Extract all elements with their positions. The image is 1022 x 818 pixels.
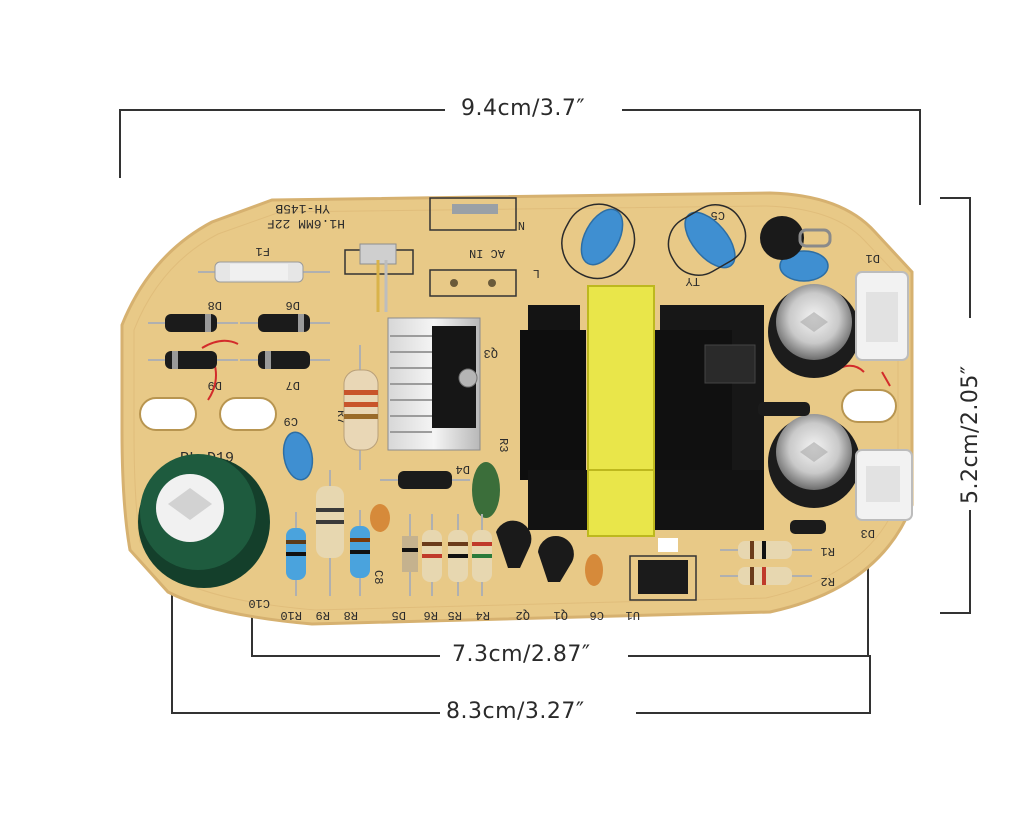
ac-in-label: AC IN <box>469 246 505 260</box>
heatsink-q3 <box>387 317 481 451</box>
mounting-hole-left-1 <box>139 397 197 431</box>
outer-span-label: 8.3cm/3.27″ <box>440 699 591 724</box>
mounting-hole-left-2 <box>219 397 277 431</box>
svg-text:D6: D6 <box>286 298 300 312</box>
svg-text:C9: C9 <box>284 414 298 428</box>
right-dimension-line <box>940 197 971 318</box>
d4-diode <box>380 462 500 518</box>
optocoupler-u1 <box>629 538 697 601</box>
blue-capacitors <box>282 208 829 481</box>
svg-text:U1: U1 <box>626 608 640 622</box>
svg-text:R6: R6 <box>424 608 438 622</box>
svg-text:R3: R3 <box>496 438 510 452</box>
svg-text:R5: R5 <box>448 608 462 622</box>
svg-text:R4: R4 <box>476 608 490 622</box>
svg-text:D8: D8 <box>208 298 222 312</box>
svg-text:C10: C10 <box>248 596 270 610</box>
transformer <box>520 285 764 537</box>
spec-label: H1.6MM 22F <box>267 216 345 231</box>
svg-text:C6: C6 <box>590 608 604 622</box>
svg-text:R10: R10 <box>280 608 302 622</box>
svg-text:D7: D7 <box>286 378 300 392</box>
input-capacitor <box>138 454 270 588</box>
resistor-r7 <box>343 345 379 470</box>
overall-length-label: 9.4cm/3.7″ <box>455 96 592 121</box>
svg-text:R2: R2 <box>821 574 835 588</box>
l-label: L <box>533 266 540 280</box>
ty-label: TY <box>686 274 700 288</box>
hole-spacing-label: 7.3cm/2.87″ <box>446 642 597 667</box>
svg-text:C8: C8 <box>371 570 385 584</box>
top-dimension-line <box>119 109 445 178</box>
bottom-resistors <box>286 470 492 596</box>
svg-text:R9: R9 <box>316 608 330 622</box>
terminal-block <box>344 243 414 312</box>
svg-text:C5: C5 <box>711 208 725 222</box>
svg-text:Q1: Q1 <box>554 608 568 622</box>
fuse-label: F1 <box>256 244 270 258</box>
top-right-transistor <box>760 216 832 260</box>
model-label: YH-145B <box>275 201 330 216</box>
svg-text:D3: D3 <box>861 526 875 540</box>
ac-in-connector <box>429 197 517 297</box>
board-height-label: 5.2cm/2.05″ <box>958 359 983 510</box>
output-connectors <box>855 271 913 521</box>
svg-text:R1: R1 <box>821 544 835 558</box>
svg-text:D5: D5 <box>392 608 406 622</box>
transistors-q1-q2 <box>496 520 603 586</box>
n-label: N <box>518 218 525 232</box>
output-capacitors <box>768 284 860 508</box>
rectifier-diodes <box>148 314 330 369</box>
svg-text:D4: D4 <box>456 462 470 476</box>
svg-text:D1: D1 <box>866 251 880 265</box>
resistors-r1-r2 <box>720 402 826 585</box>
mounting-holes <box>139 389 897 431</box>
mounting-hole-right <box>841 389 897 423</box>
svg-text:Q2: Q2 <box>516 608 530 622</box>
svg-text:Q3: Q3 <box>484 346 498 360</box>
fuse <box>198 261 330 283</box>
svg-text:R8: R8 <box>344 608 358 622</box>
